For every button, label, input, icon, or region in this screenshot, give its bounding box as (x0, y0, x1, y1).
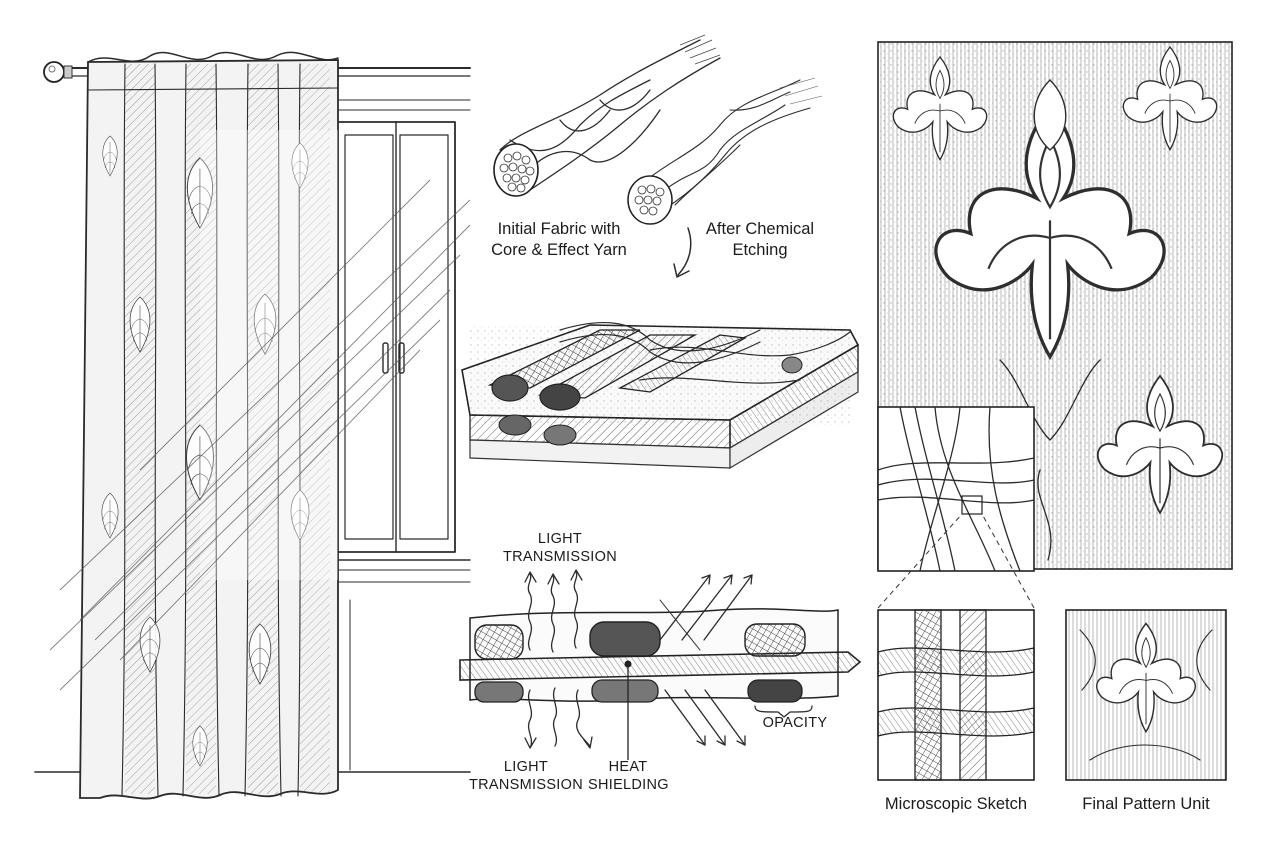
fabric-cross-section (459, 569, 862, 760)
microscopic-inset (877, 406, 1035, 609)
core-effect-yarn-sketch (493, 34, 721, 197)
label-after-etching: After Chemical Etching (705, 220, 815, 259)
label-microscopic-sketch: Microscopic Sketch (884, 795, 1028, 813)
label-opacity: OPACITY (762, 715, 828, 731)
microscopic-sketch-box (877, 609, 1035, 781)
process-arrow (673, 227, 692, 278)
etched-yarn-sketch (627, 77, 823, 225)
label-light-transmission-top: LIGHT TRANSMISSION (503, 531, 617, 565)
final-pattern-unit-box (1065, 609, 1227, 781)
curtain-scene (34, 51, 471, 800)
woven-fabric-cutaway (461, 322, 860, 470)
label-initial-fabric: Initial Fabric with Core & Effect Yarn (491, 220, 627, 259)
label-final-pattern-unit: Final Pattern Unit (1082, 795, 1210, 813)
light-rays (49, 179, 471, 691)
curtain-panel (79, 51, 339, 800)
label-heat-shielding: HEAT SHIELDING (588, 759, 669, 793)
label-light-transmission-bottom: LIGHT TRANSMISSION (469, 759, 583, 793)
